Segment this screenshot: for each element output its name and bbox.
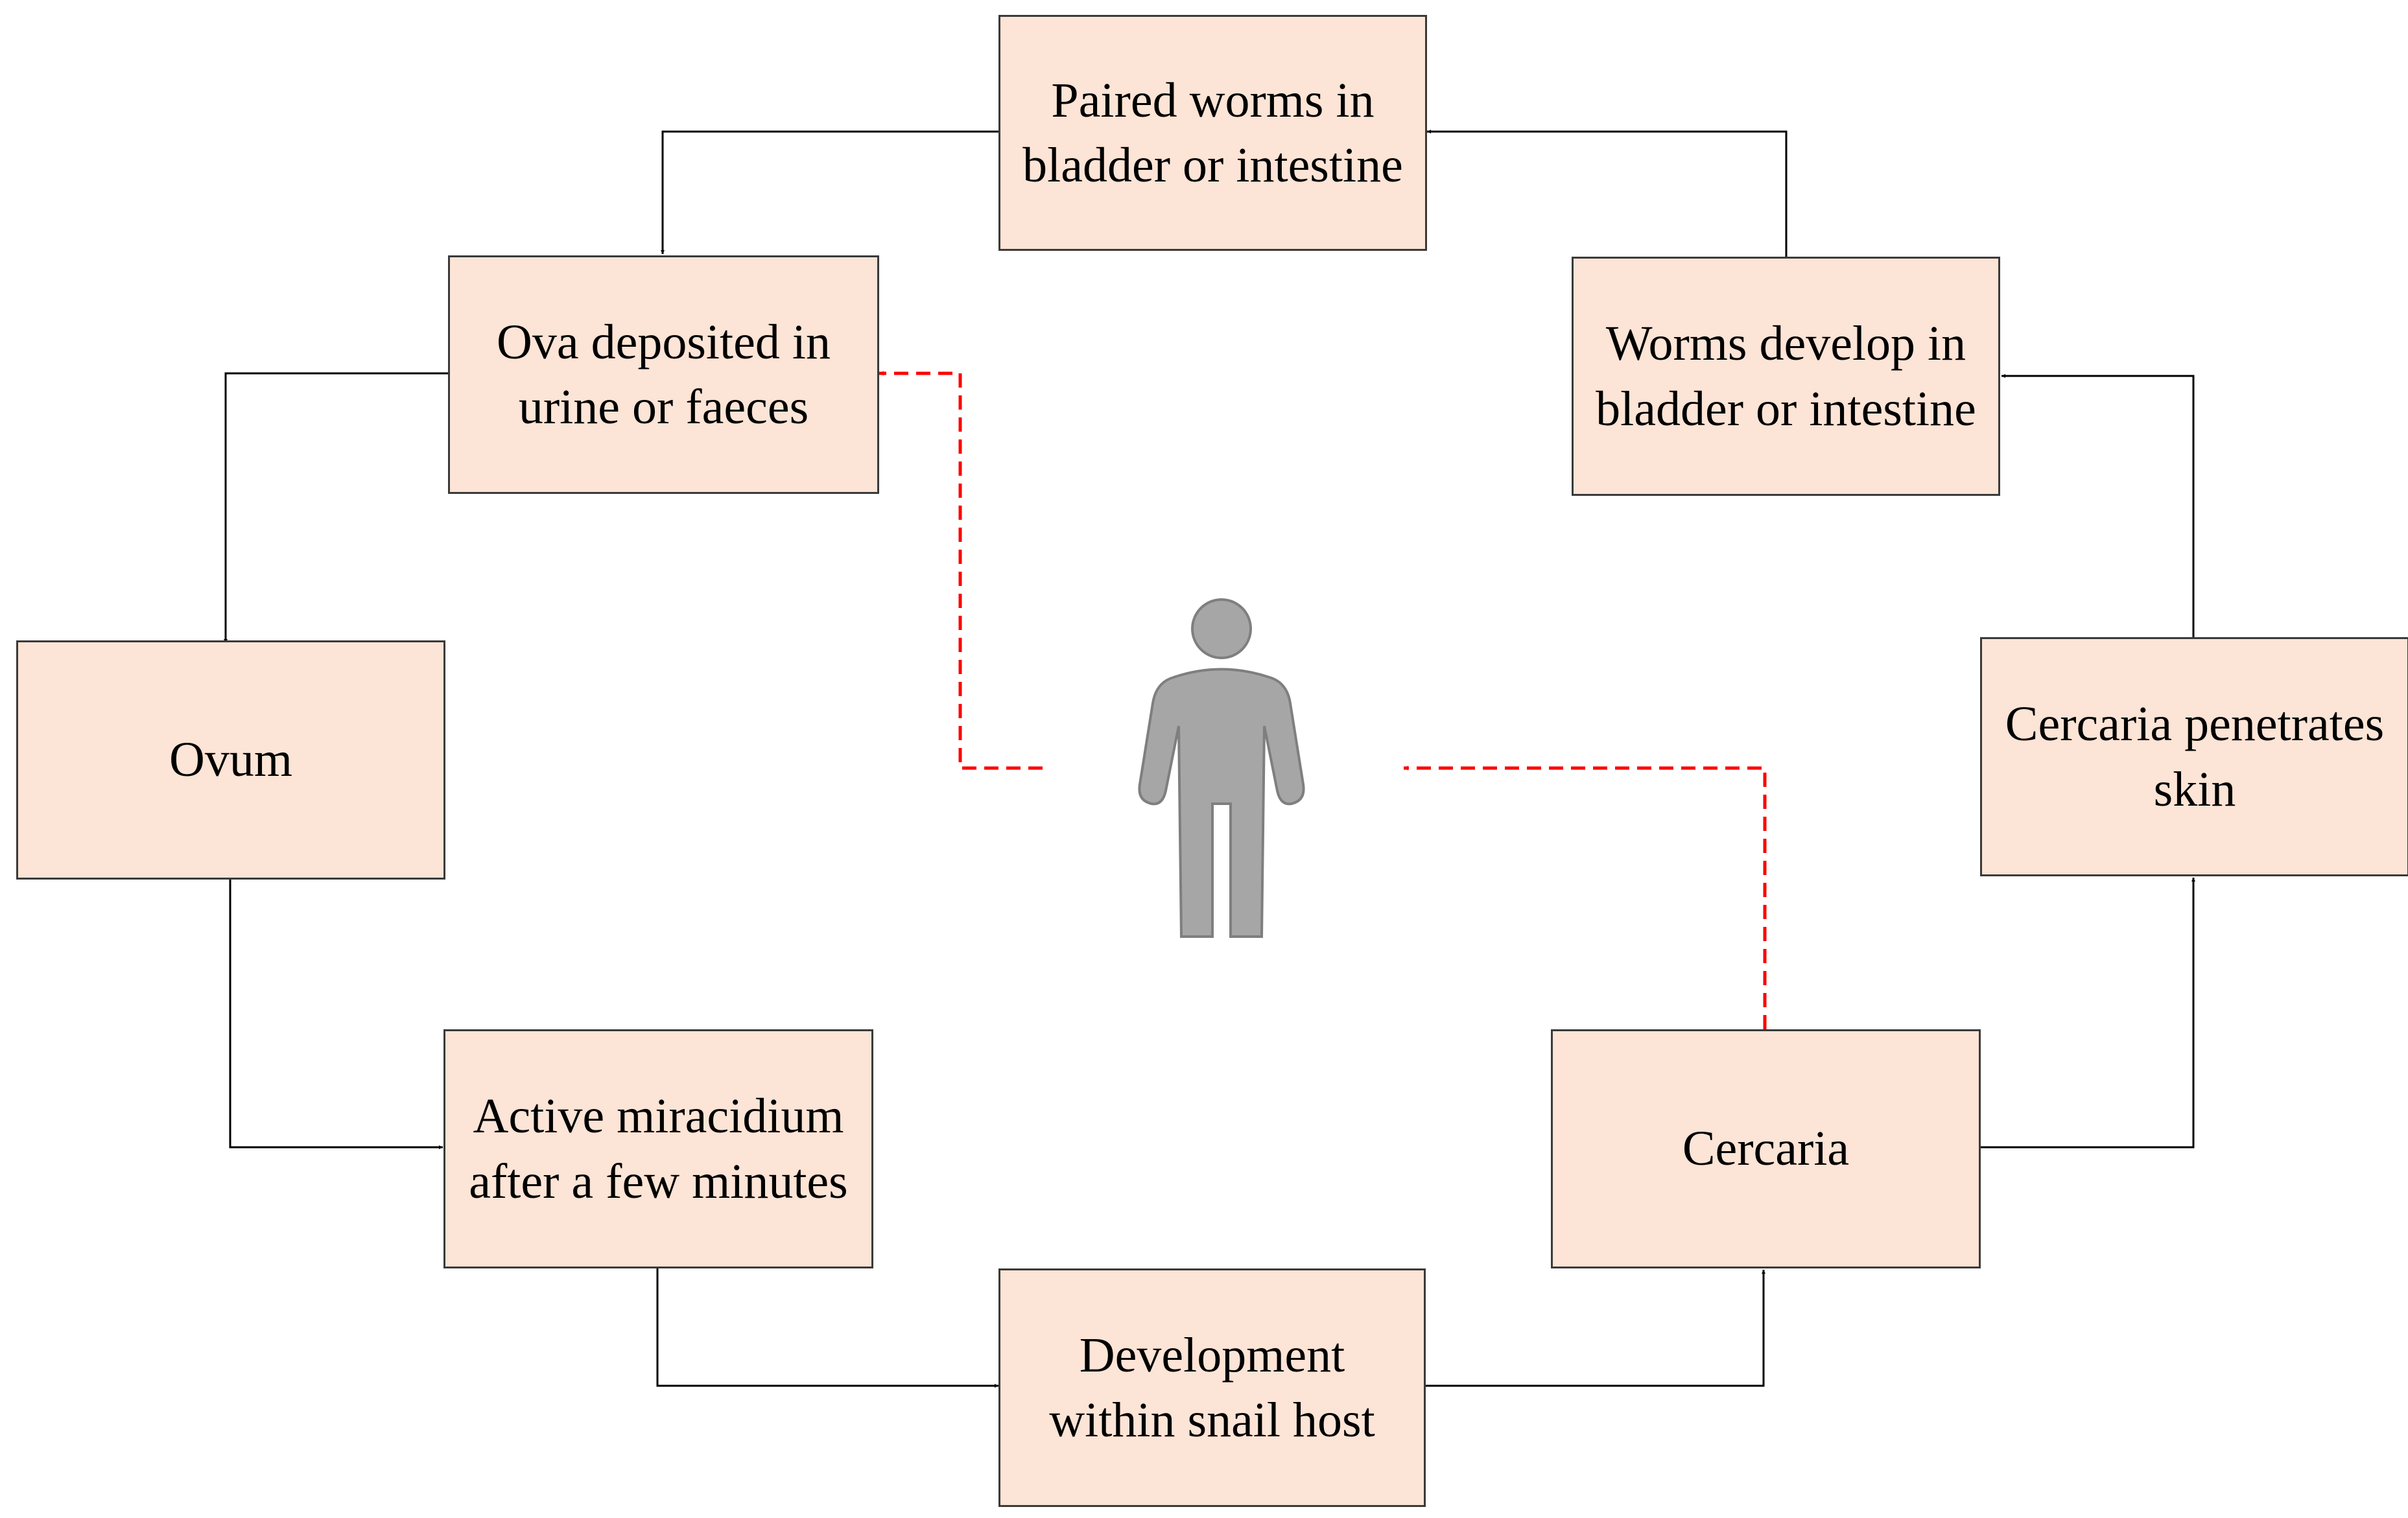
node-cercaria-penetrates: Cercaria penetrates skin — [1980, 637, 2408, 876]
arrow-ovum-to-miracidium — [229, 880, 443, 1149]
node-paired-worms: Paired worms in bladder or intestine — [998, 15, 1427, 251]
arrow-miracidium-to-development — [656, 1268, 998, 1388]
cycle-arrows — [224, 130, 2195, 1388]
arrow-cercaria-to-penetrates — [1981, 878, 2195, 1149]
arrow-cercaria-to-human — [1404, 765, 1767, 1029]
node-paired-worms-label: Paired worms in bladder or intestine — [1022, 73, 1403, 193]
arrow-penetrates-to-worms-develop — [2001, 374, 2195, 637]
node-development-label: Development within snail host — [1049, 1327, 1375, 1447]
human-host-arrows — [879, 371, 1767, 1029]
node-cercaria-penetrates-label: Cercaria penetrates skin — [2005, 697, 2385, 817]
node-ova-deposited: Ova deposited in urine or faeces — [448, 255, 879, 494]
node-miracidium-label: Active miracidium after a few minutes — [469, 1089, 848, 1209]
arrow-worms-develop-to-paired — [1427, 130, 1788, 257]
node-cercaria-label: Cercaria — [1682, 1121, 1850, 1176]
arrow-paired-to-ova — [661, 130, 998, 254]
node-ovum-label: Ovum — [169, 732, 292, 788]
person-body — [1138, 668, 1305, 938]
arrow-ova-to-ovum — [224, 372, 448, 643]
node-ovum: Ovum — [16, 640, 445, 880]
node-worms-develop-label: Worms develop in bladder or intestine — [1596, 316, 1976, 436]
arrow-development-to-cercaria — [1426, 1270, 1765, 1387]
person-head — [1191, 598, 1252, 659]
arrow-human-to-ova — [879, 371, 1043, 770]
person-icon — [1138, 598, 1305, 938]
node-cercaria: Cercaria — [1551, 1029, 1981, 1268]
node-miracidium: Active miracidium after a few minutes — [443, 1029, 873, 1268]
node-development: Development within snail host — [998, 1268, 1426, 1507]
node-ova-deposited-label: Ova deposited in urine or faeces — [496, 314, 831, 434]
node-worms-develop: Worms develop in bladder or intestine — [1572, 257, 2000, 496]
